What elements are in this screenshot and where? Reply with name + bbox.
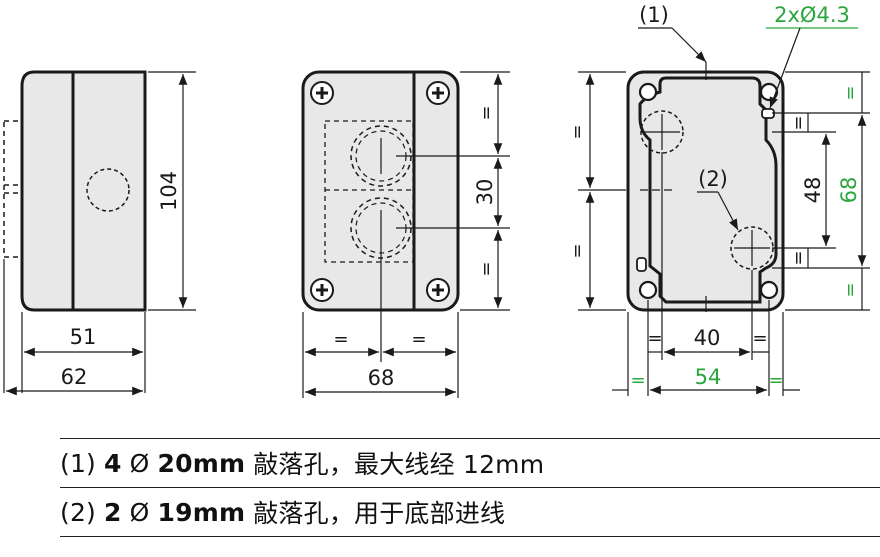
side-body [20,70,147,312]
front-dashed-frame [324,120,414,263]
back-view: (1) (2) 2xØ4.3 = = = 48 = 68 = [567,3,870,396]
note-2-size: 19mm [157,497,246,527]
technical-drawing: 104 51 62 [3,3,870,398]
back-eq-green-right: = [768,370,783,391]
front-screw-tr-icon [426,81,450,105]
back-hole-br [759,280,779,300]
note-2-count: 2 [104,497,122,527]
back-inner-recess [638,76,778,304]
mount-holes-label: 2xØ4.3 [774,3,850,27]
note-2-text: 敲落孔，用于底部进线 [253,499,506,528]
back-eq-right-top: = [788,115,809,130]
back-eq-bottom-left: = [647,328,662,349]
back-eq-green-top: = [840,85,861,100]
note-1-text: 敲落孔，最大线经 12mm [253,450,545,479]
mount-holes-leader [769,27,801,109]
front-thirty-label: 30 [473,179,497,206]
note-row-1: (1) 4 Ø 20mm 敲落孔，最大线经 12mm [60,438,880,487]
note-1-ref: (1) [60,448,97,478]
side-knockout-hole [86,168,130,212]
side-inner-width-label: 51 [70,325,97,349]
back-eq-right-bottom: = [788,250,809,265]
back-eq-left-bottom: = [567,243,588,258]
back-hole-tl [638,82,658,102]
callout-1-label: (1) [639,3,669,27]
front-eq-left: = [333,329,348,350]
note-1-dia-symbol: Ø [129,448,150,478]
note-2-dia-symbol: Ø [129,497,150,527]
front-screw-tl-icon [310,81,334,105]
back-68-label: 68 [837,177,861,204]
front-view: = 30 = = = 68 [301,70,510,398]
callout-2-label: (2) [698,167,728,191]
front-eq-bottom: = [476,261,497,276]
back-54-label: 54 [695,365,722,389]
note-2-ref: (2) [60,497,97,527]
back-knockout-1 [640,110,684,154]
back-mount-slot-bottom [636,257,647,272]
callout-2-leader [717,191,739,231]
front-eq-right: = [411,329,426,350]
back-eq-green-left: = [630,370,645,391]
note-1-count: 4 [104,448,122,478]
front-screw-br-icon [426,278,450,302]
note-row-2: (2) 2 Ø 19mm 敲落孔，用于底部进线 [60,487,880,537]
back-eq-left-top: = [567,124,588,139]
side-height-label: 104 [157,171,181,211]
side-dashed-protrusion [3,120,25,258]
front-screw-bl-icon [310,278,334,302]
callout-1-leader [671,27,707,63]
back-eq-green-bottom: = [840,282,861,297]
back-40-label: 40 [694,326,721,350]
front-eq-top: = [476,105,497,120]
back-hole-bl [638,280,658,300]
front-width-label: 68 [368,366,395,390]
notes-table: (1) 4 Ø 20mm 敲落孔，最大线经 12mm (2) 2 Ø 19mm … [60,438,880,537]
note-1-size: 20mm [157,448,246,478]
back-48-label: 48 [801,177,825,204]
side-outer-width-label: 62 [61,365,88,389]
back-hole-tr [759,82,779,102]
back-eq-bottom-right: = [752,328,767,349]
side-view: 104 51 62 [3,70,196,396]
